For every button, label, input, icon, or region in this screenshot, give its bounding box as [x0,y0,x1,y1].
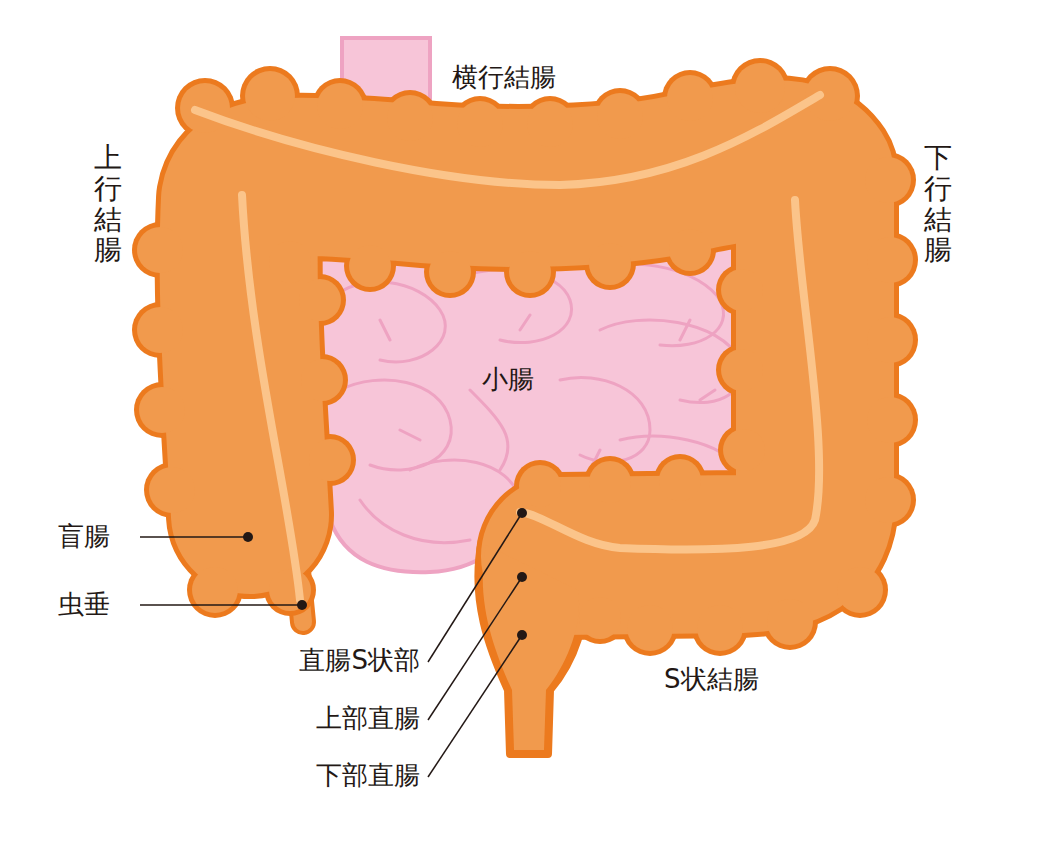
part-label: 直腸S状部 [299,645,420,676]
leader-dots [243,508,527,640]
part-label: 小腸 [482,364,534,395]
part-label: S状結腸 [664,664,759,695]
large-intestine [132,58,918,754]
leader-lines [140,513,522,777]
part-label: 盲腸 [58,521,110,552]
part-label: 虫垂 [58,589,110,620]
part-label: 下行結腸 [924,143,952,266]
part-label: 上行結腸 [94,143,122,266]
part-label: 上部直腸 [316,703,420,734]
part-label: 横行結腸 [452,62,556,93]
part-label: 下部直腸 [316,760,420,791]
